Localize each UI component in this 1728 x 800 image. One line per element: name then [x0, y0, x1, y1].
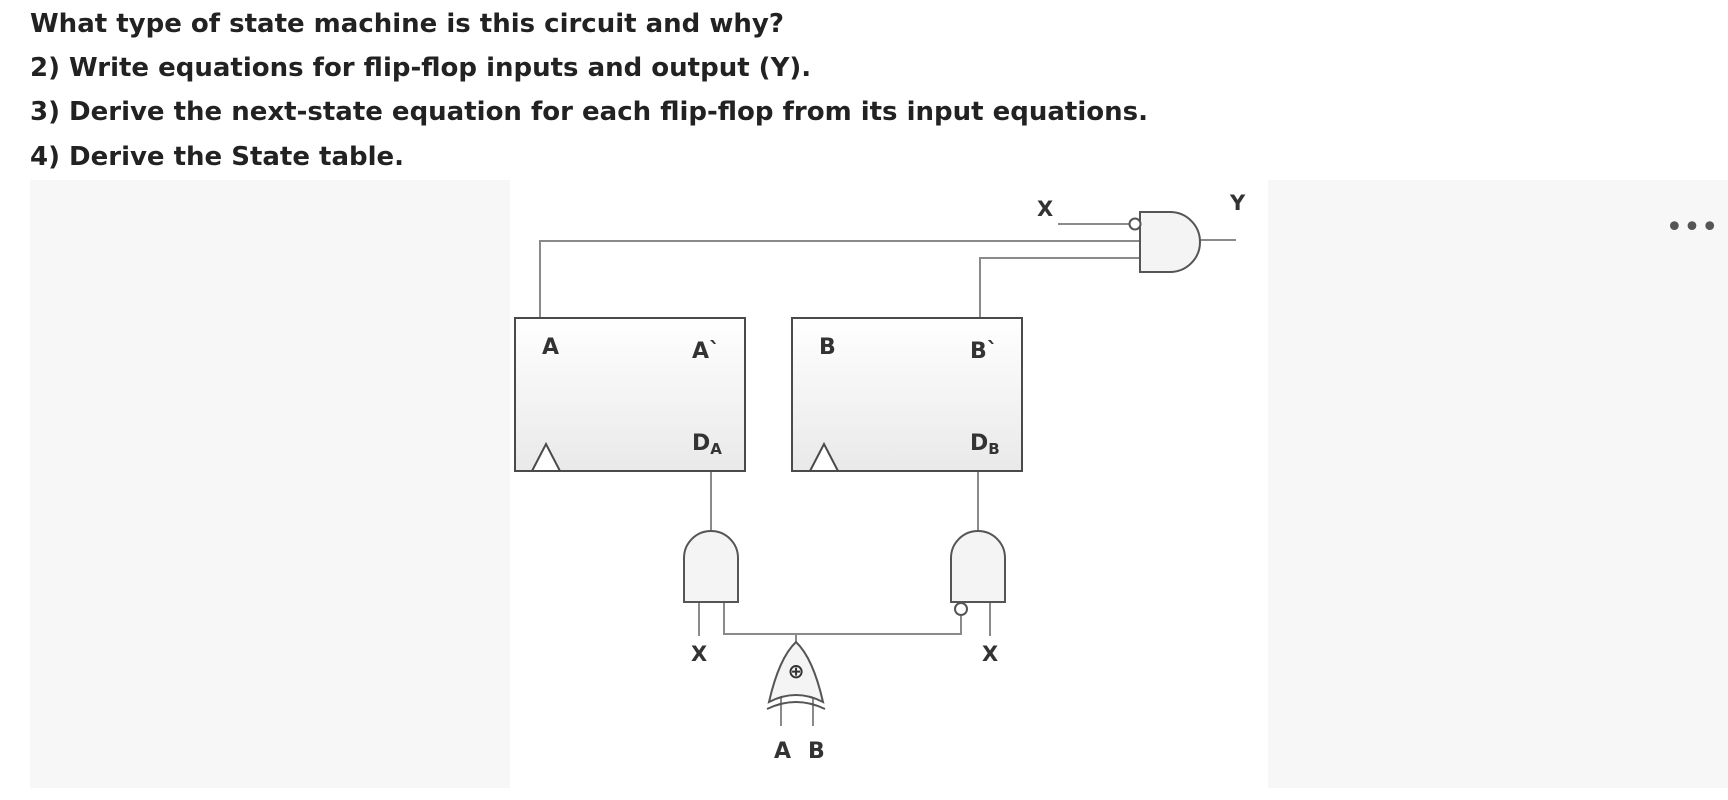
xor-input-b-label: B: [808, 739, 825, 764]
ff-a-d-label: DA: [692, 431, 722, 458]
circuit-diagram: X Y A A` DA B B` DB X X: [510, 180, 1268, 788]
ff-b-q-label: B: [819, 335, 836, 360]
wires: [539, 223, 1236, 726]
xor-input-a-label: A: [774, 739, 791, 764]
flip-flop-a: [514, 317, 746, 472]
wire-a-to-output-gate: [539, 240, 1142, 318]
wire-xor-output: [723, 602, 962, 635]
xor-gate: [766, 640, 826, 710]
question-line-1: What type of state machine is this circu…: [30, 9, 784, 39]
inverter-bubble-and-b: [954, 602, 968, 616]
ff-a-q-label: A: [542, 335, 559, 360]
output-and-gate: [1128, 211, 1201, 273]
and-gate-b: [950, 530, 1006, 616]
ff-a-qnot-label: A`: [692, 339, 720, 364]
flip-flop-b: [791, 317, 1023, 472]
wire-bnot-to-output-gate: [979, 257, 1140, 318]
output-gate-x-label: X: [1037, 197, 1053, 221]
more-options-button[interactable]: •••: [1665, 206, 1718, 250]
inverter-bubble-x: [1128, 217, 1142, 231]
clock-triangle-icon: [530, 441, 562, 472]
ff-b-d-label: DB: [970, 431, 1000, 458]
and-a-x-label: X: [691, 642, 707, 666]
question-line-3: 3) Derive the next-state equation for ea…: [30, 97, 1148, 127]
xor-symbol-icon: ⊕: [788, 659, 805, 683]
and-gate-a: [683, 530, 739, 603]
question-line-4: 4) Derive the State table.: [30, 142, 405, 172]
output-y-label: Y: [1229, 191, 1246, 215]
image-backdrop-right: [1268, 180, 1728, 788]
ff-b-qnot-label: B`: [970, 339, 998, 364]
and-b-x-label: X: [982, 642, 998, 666]
circuit-svg: X Y A A` DA B B` DB X X: [514, 191, 1246, 764]
clock-triangle-icon: [808, 441, 840, 472]
image-backdrop-left: [30, 180, 510, 788]
question-line-2: 2) Write equations for flip-flop inputs …: [30, 53, 812, 83]
more-horizontal-icon: •••: [1665, 210, 1719, 245]
